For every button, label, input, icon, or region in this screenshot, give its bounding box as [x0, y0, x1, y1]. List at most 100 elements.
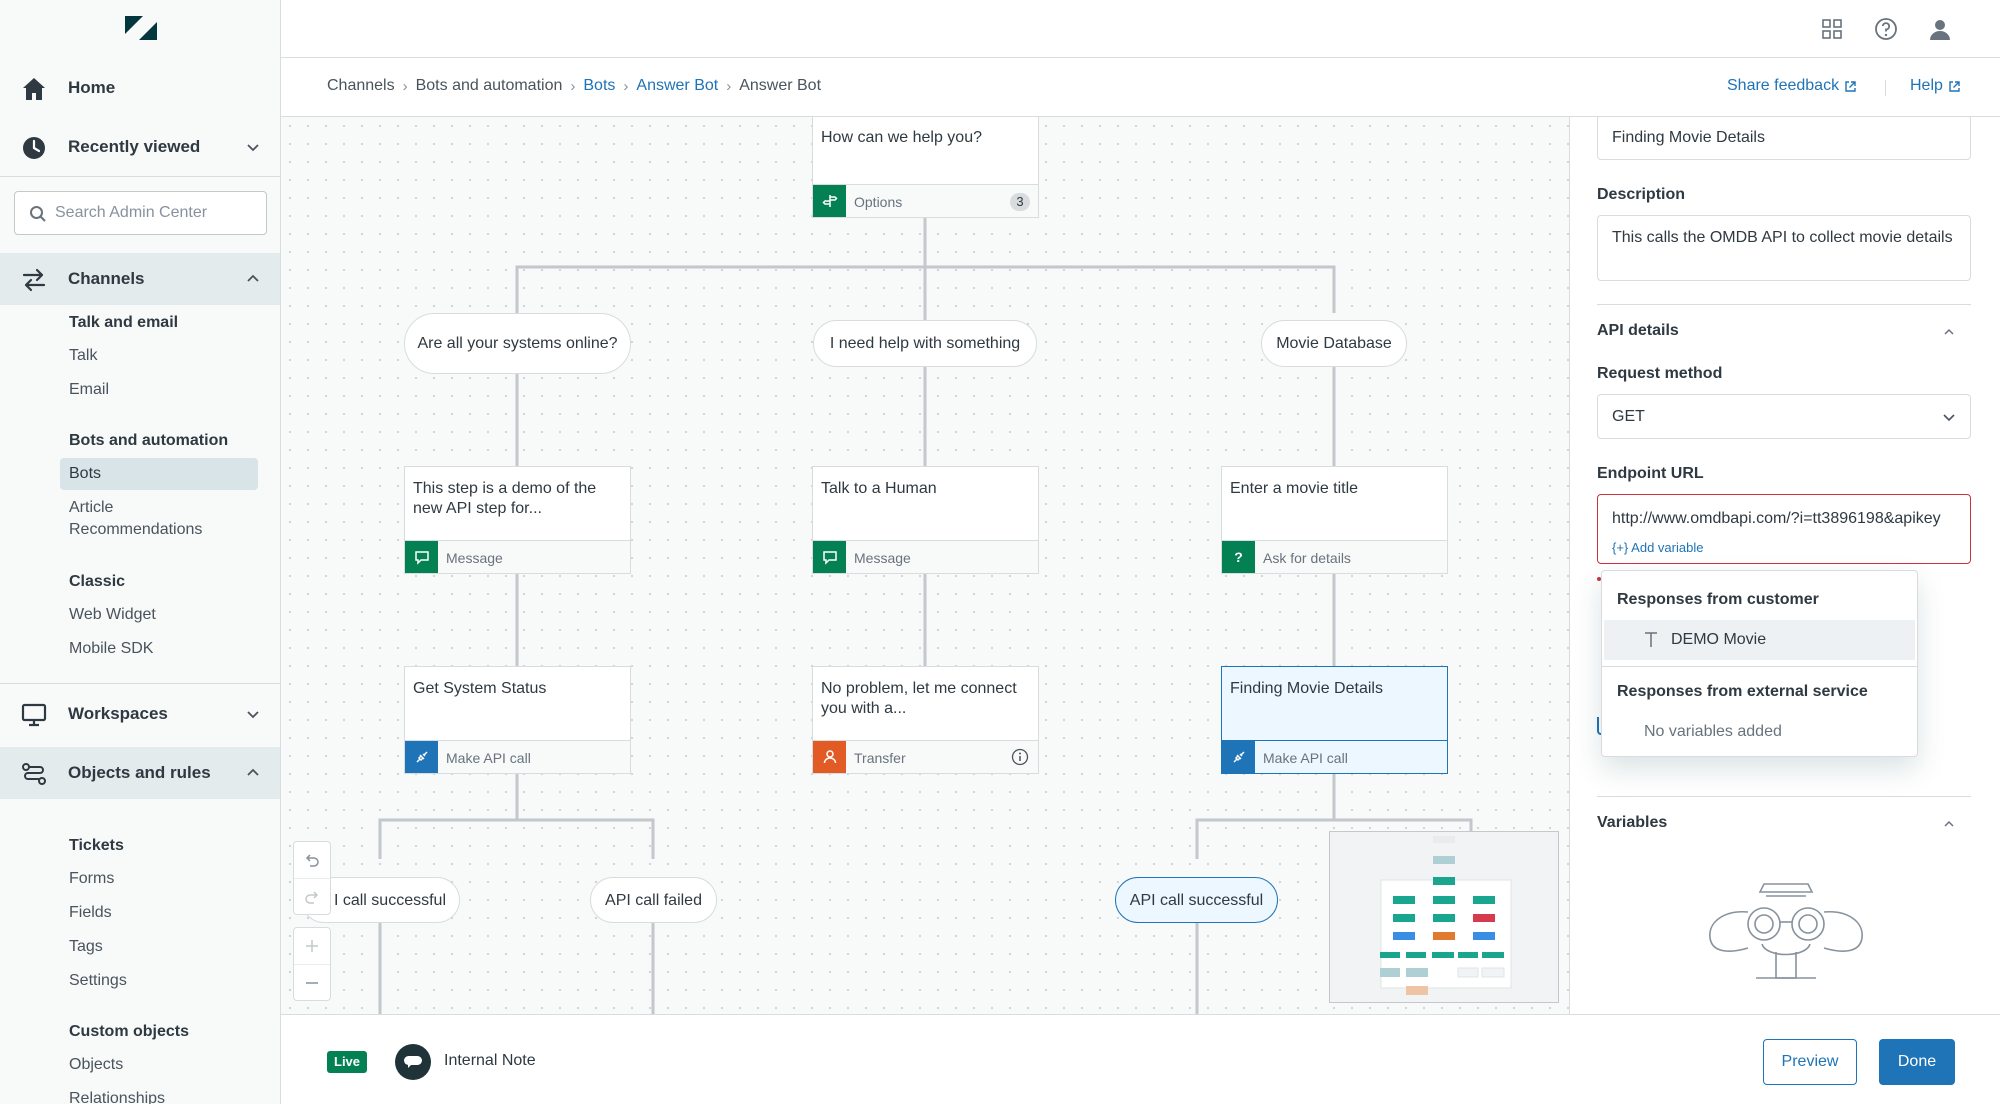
breadcrumb-bots[interactable]: Bots	[583, 77, 616, 94]
message-icon	[405, 541, 438, 573]
endpoint-url-input[interactable]: http://www.omdbapi.com/?i=tt3896198&apik…	[1597, 494, 1971, 564]
flow-option-systems[interactable]: Are all your systems online?	[404, 313, 631, 374]
node-footer: Message	[813, 540, 1038, 573]
flow-node-root[interactable]: How can we help you? Options 3	[812, 117, 1039, 218]
info-icon[interactable]	[1011, 748, 1029, 766]
canvas-minimap[interactable]	[1329, 831, 1559, 1003]
minimap-graphic	[1380, 836, 1512, 995]
products-grid-icon[interactable]	[1819, 16, 1845, 42]
nav-channels[interactable]: Channels	[0, 253, 280, 305]
subnav-mobile-sdk[interactable]: Mobile SDK	[69, 640, 154, 657]
node-text: Enter a movie title	[1230, 480, 1359, 497]
subnav-relationships[interactable]: Relationships	[69, 1090, 166, 1104]
redo-button[interactable]	[294, 878, 330, 914]
node-footer: Make API call	[1222, 740, 1447, 773]
flow-node-finding-movie-details[interactable]: Finding Movie Details Make API call	[1221, 666, 1448, 774]
endpoint-url-label: Endpoint URL	[1597, 465, 1704, 482]
done-button[interactable]: Done	[1879, 1039, 1955, 1085]
flow-node-talk-human[interactable]: Talk to a Human Message	[812, 466, 1039, 574]
subnav-fields[interactable]: Fields	[69, 904, 112, 921]
flow-node-enter-movie[interactable]: Enter a movie title ? Ask for details	[1221, 466, 1448, 574]
flow-node-transfer[interactable]: No problem, let me connect you with a...…	[812, 666, 1039, 774]
zoom-in-button[interactable]	[294, 928, 330, 964]
nav-channels-label: Channels	[68, 269, 145, 288]
chevron-up-icon	[247, 274, 259, 282]
channel-label: Internal Note	[444, 1052, 536, 1069]
flow-option-movie-database[interactable]: Movie Database	[1261, 320, 1407, 367]
dropdown-item-label: DEMO Movie	[1671, 631, 1767, 648]
search-input[interactable]	[55, 192, 255, 234]
chevron-down-icon	[247, 144, 259, 152]
subnav-tags[interactable]: Tags	[69, 938, 103, 955]
help-icon[interactable]	[1873, 16, 1899, 42]
chevron-up-icon	[247, 768, 259, 776]
user-icon[interactable]	[1927, 16, 1953, 42]
flow-node-get-system-status[interactable]: Get System Status Make API call	[404, 666, 631, 774]
breadcrumb: Channels › Bots and automation › Bots › …	[327, 77, 821, 95]
step-name-field[interactable]: Finding Movie Details	[1597, 117, 1971, 160]
node-text: Talk to a Human	[821, 480, 937, 497]
nav-home-label: Home	[68, 78, 116, 97]
node-type: Message	[446, 550, 503, 566]
nav-workspaces[interactable]: Workspaces	[0, 688, 280, 740]
node-footer: ? Ask for details	[1222, 540, 1447, 573]
flow-canvas[interactable]: How can we help you? Options 3 Are all y…	[281, 117, 1569, 1014]
add-variable-link[interactable]: {+} Add variable	[1612, 540, 1704, 555]
editor-footer: Live Internal Note Preview Done	[281, 1014, 2000, 1104]
nav-objects-rules-label: Objects and rules	[68, 763, 211, 782]
api-details-header: API details	[1597, 322, 1679, 339]
subnav-web-widget[interactable]: Web Widget	[69, 606, 156, 623]
undo-icon	[305, 854, 319, 867]
search-admin-center[interactable]	[14, 191, 267, 235]
subnav-forms[interactable]: Forms	[69, 870, 115, 887]
description-field[interactable]: This calls the OMDB API to collect movie…	[1597, 215, 1971, 281]
breadcrumb-answer-bot-link[interactable]: Answer Bot	[636, 77, 719, 94]
header-divider	[1885, 80, 1886, 96]
node-type: Message	[854, 550, 911, 566]
nav-workspaces-label: Workspaces	[68, 704, 168, 723]
outcome-label: API call successful	[1129, 891, 1264, 909]
objects-rules-icon	[22, 763, 46, 785]
subnav-header-custom-objects: Custom objects	[69, 1023, 190, 1040]
subnav-objects[interactable]: Objects	[69, 1056, 124, 1073]
subnav-talk[interactable]: Talk	[69, 347, 98, 364]
chevron-up-icon[interactable]	[1942, 325, 1956, 339]
option-label: Movie Database	[1276, 335, 1392, 352]
subnav-article-recommendations[interactable]: Article Recommendations	[69, 499, 203, 538]
subnav-email[interactable]: Email	[69, 381, 110, 398]
zoom-controls	[293, 927, 331, 1001]
subnav-header-tickets: Tickets	[69, 837, 124, 854]
outcome-label: I call successful	[333, 891, 446, 909]
nav-recently-viewed[interactable]: Recently viewed	[0, 121, 280, 173]
share-feedback-link[interactable]: Share feedback	[1727, 77, 1857, 95]
help-link[interactable]: Help	[1910, 77, 1961, 95]
breadcrumb-channels[interactable]: Channels	[327, 77, 395, 94]
breadcrumb-bots-automation[interactable]: Bots and automation	[415, 77, 563, 94]
subnav-bots[interactable]: Bots	[60, 458, 258, 490]
zoom-out-button[interactable]	[294, 964, 330, 1000]
flow-outcome-failed[interactable]: API call failed	[590, 877, 717, 923]
flow-node-message-demo[interactable]: This step is a demo of the new API step …	[404, 466, 631, 574]
undo-button[interactable]	[294, 842, 330, 878]
zendesk-logo-icon[interactable]	[123, 14, 159, 42]
nav-objects-rules[interactable]: Objects and rules	[0, 747, 280, 799]
external-link-icon	[1845, 80, 1856, 92]
description-label: Description	[1597, 186, 1686, 203]
share-feedback-label: Share feedback	[1727, 77, 1840, 94]
options-count-badge: 3	[1010, 193, 1030, 211]
chevron-up-icon[interactable]	[1942, 817, 1956, 831]
node-type: Ask for details	[1263, 550, 1351, 566]
flow-outcome-success-right[interactable]: API call successful	[1115, 877, 1278, 923]
preview-button[interactable]: Preview	[1763, 1039, 1857, 1085]
subnav-settings[interactable]: Settings	[69, 972, 127, 989]
dropdown-divider	[1602, 666, 1917, 667]
sidebar-divider	[0, 683, 280, 684]
sidebar: Home Recently viewed Channels Talk and e…	[0, 0, 281, 1104]
request-method-value: GET	[1612, 408, 1645, 425]
nav-home[interactable]: Home	[0, 62, 280, 114]
request-method-select[interactable]: GET	[1597, 394, 1971, 439]
history-controls	[293, 841, 331, 915]
endpoint-url-value: http://www.omdbapi.com/?i=tt3896198&apik…	[1612, 510, 1941, 527]
dropdown-item-demo-movie[interactable]: DEMO Movie	[1604, 620, 1915, 660]
flow-option-help[interactable]: I need help with something	[813, 320, 1037, 367]
